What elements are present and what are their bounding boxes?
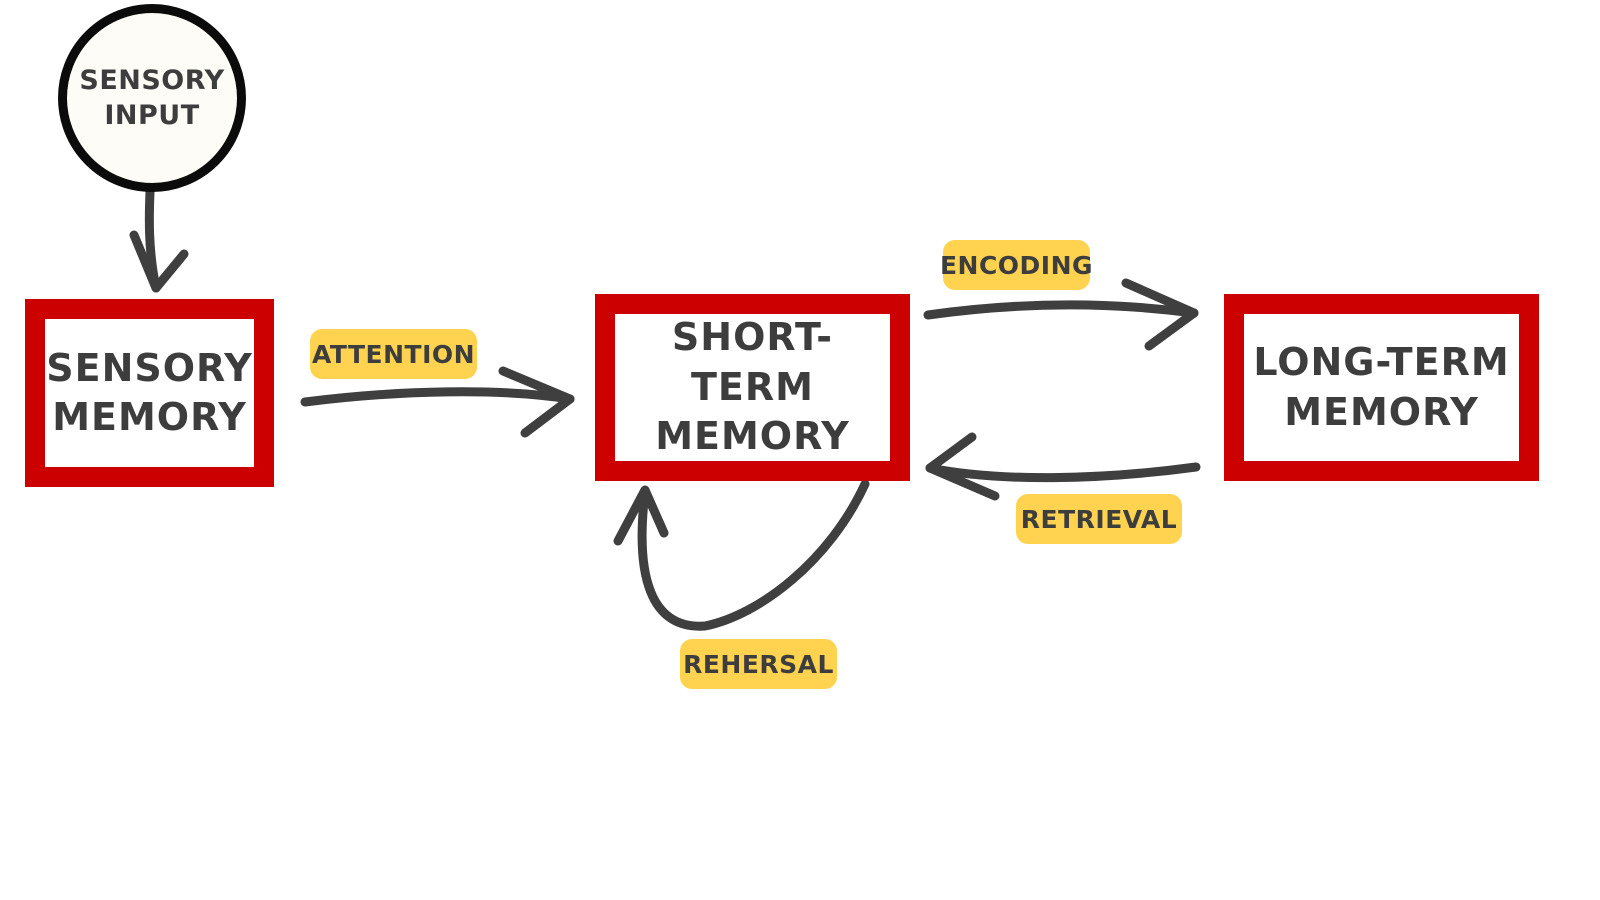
sensory-memory-box: SENSORY MEMORY — [25, 299, 274, 487]
sensory-input-line2: INPUT — [104, 100, 200, 131]
arrowhead-rehersal — [613, 485, 669, 546]
short-term-memory-line1: SHORT-TERM — [671, 315, 834, 409]
short-term-memory-line2: MEMORY — [655, 414, 850, 459]
sensory-input-line1: SENSORY — [79, 64, 225, 96]
arrow-rehersal-loop — [637, 479, 870, 631]
arrow-retrieval — [925, 462, 1201, 483]
tag-rehersal: REHERSAL — [680, 639, 837, 689]
arrow-encoding — [923, 300, 1199, 320]
sensory-input-node: SENSORY INPUT — [58, 4, 246, 192]
sensory-memory-line2: MEMORY — [52, 395, 247, 439]
long-term-memory-line2: MEMORY — [1284, 389, 1479, 434]
sensory-memory-line1: SENSORY — [46, 345, 253, 390]
long-term-memory-box: LONG-TERM MEMORY — [1224, 294, 1539, 481]
short-term-memory-box: SHORT-TERM MEMORY — [595, 294, 910, 481]
arrowhead-attention — [498, 366, 575, 438]
tag-encoding: ENCODING — [940, 240, 1093, 290]
tag-attention: ATTENTION — [310, 329, 477, 379]
arrowhead-encoding — [1121, 278, 1199, 351]
arrowhead-retrieval — [925, 432, 1000, 501]
long-term-memory-line1: LONG-TERM — [1253, 340, 1510, 385]
arrow-attention — [300, 387, 575, 407]
arrowhead-input-to-sensory — [129, 230, 189, 293]
tag-retrieval: RETRIEVAL — [1016, 494, 1182, 544]
